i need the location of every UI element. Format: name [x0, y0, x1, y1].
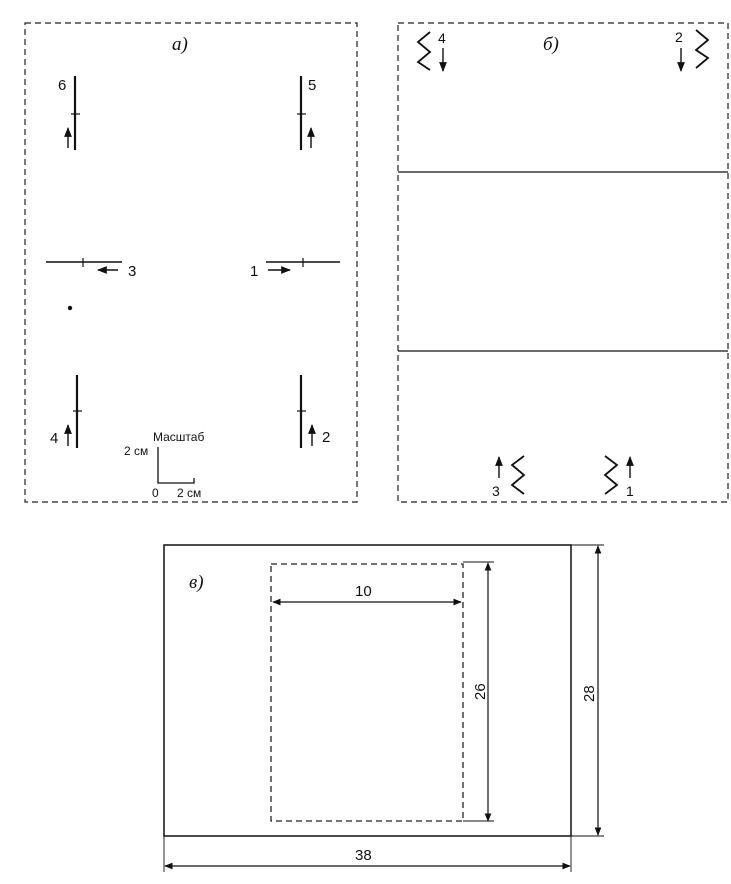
- panel-c: в) 10 26 28 38: [163, 544, 604, 872]
- panel-a-border: [24, 22, 358, 503]
- marker-label-2: 2: [322, 429, 330, 446]
- panel-b-label: б): [543, 34, 559, 55]
- marker-5: 5: [297, 76, 316, 150]
- dimension-inner-width: 10: [272, 583, 462, 606]
- scale-origin: 0: [152, 486, 159, 500]
- panel-b-border: [397, 22, 729, 503]
- panel-c-label: в): [189, 572, 204, 593]
- marker-2: 2: [297, 375, 330, 448]
- zigzag-marker-1: 1: [603, 455, 634, 499]
- dimension-outer-height: 28: [571, 544, 604, 837]
- zigzag-icon: [694, 29, 710, 69]
- marker-label-6: 6: [58, 77, 66, 94]
- dim-label-outer-height: 28: [581, 685, 598, 702]
- marker-label-3: 3: [128, 263, 136, 280]
- zigzag-marker-2: 2: [675, 29, 710, 72]
- marker-4: 4: [50, 375, 82, 448]
- scale-x-label: 2 см: [177, 486, 201, 500]
- zigzag-label-4: 4: [438, 30, 446, 46]
- marker-1: 1: [250, 258, 340, 280]
- marker-3: 3: [46, 258, 136, 280]
- inner-cut-area: [270, 563, 464, 822]
- panel-b: б) 4 2 3 1: [397, 22, 729, 503]
- zigzag-label-3: 3: [492, 483, 500, 499]
- marker-label-1: 1: [250, 263, 258, 280]
- zigzag-label-2: 2: [675, 29, 683, 45]
- marker-label-5: 5: [308, 77, 316, 94]
- zigzag-label-1: 1: [626, 483, 634, 499]
- outer-sheet: [163, 544, 572, 837]
- dim-label-outer-width: 38: [355, 847, 372, 864]
- scale-y-label: 2 см: [124, 444, 148, 458]
- dim-label-inner-width: 10: [355, 583, 372, 600]
- zigzag-marker-3: 3: [492, 455, 526, 499]
- dot-mark: [67, 305, 73, 311]
- dim-label-inner-height: 26: [472, 683, 489, 700]
- panel-a-label: а): [172, 34, 188, 55]
- zigzag-marker-4: 4: [416, 30, 447, 72]
- zigzag-icon: [510, 455, 526, 495]
- zigzag-icon: [603, 455, 619, 495]
- panel-a: а) 6 5 3 1: [24, 22, 358, 503]
- marker-6: 6: [58, 76, 80, 150]
- scale-bar: Масштаб 2 см 0 2 см: [124, 430, 204, 500]
- dimension-inner-height: 26: [463, 561, 494, 822]
- dimension-outer-width: 38: [163, 836, 572, 872]
- scale-title: Масштаб: [153, 430, 204, 444]
- zigzag-icon: [416, 31, 432, 71]
- marker-label-4: 4: [50, 430, 58, 447]
